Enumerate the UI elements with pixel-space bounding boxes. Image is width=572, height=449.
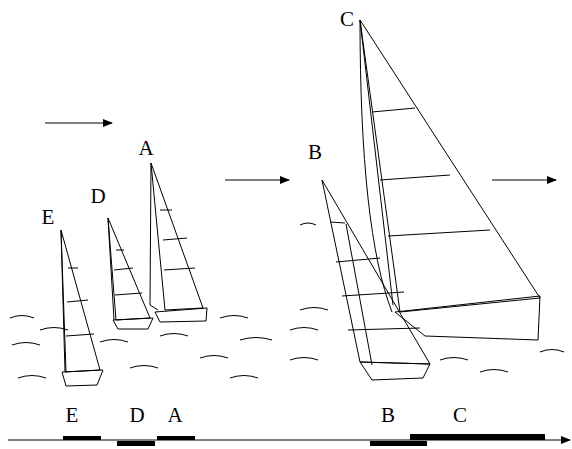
wind-arrow xyxy=(225,180,289,181)
boat-label: E xyxy=(42,207,55,228)
boat-c xyxy=(360,20,540,340)
boat-label: A xyxy=(138,138,153,159)
water-waves xyxy=(10,223,564,378)
wind-arrow xyxy=(45,123,112,124)
boat-label: C xyxy=(340,9,354,30)
boat-e xyxy=(61,230,103,386)
boat-label: B xyxy=(308,142,322,163)
axis-label: C xyxy=(453,405,467,426)
boat-bars xyxy=(63,434,545,446)
axis-label: E xyxy=(66,405,79,426)
axis-label: A xyxy=(167,405,182,426)
axis-label: D xyxy=(129,405,144,426)
boat-b xyxy=(322,180,430,380)
axis-label: B xyxy=(381,405,395,426)
boat-label: D xyxy=(90,186,105,207)
boat-a xyxy=(150,163,207,322)
boat-d xyxy=(108,218,153,329)
wind-arrow xyxy=(492,180,556,181)
